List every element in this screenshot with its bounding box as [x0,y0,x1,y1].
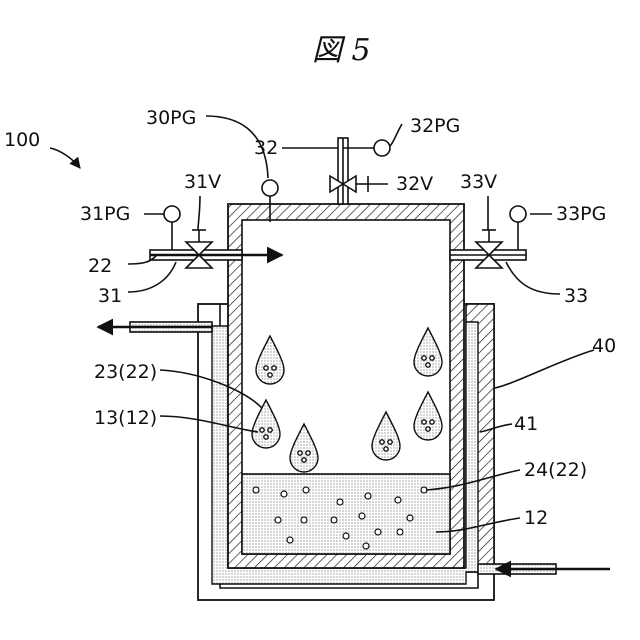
label-30pg: 30PG [146,107,196,129]
jacket-inlet-pipe [478,564,610,574]
label-33v: 33V [460,171,497,193]
liquid-12 [242,474,450,554]
label-13-12: 13(12) [94,407,157,429]
label-100: 100 [4,129,40,151]
label-31: 31 [98,285,122,307]
label-32: 32 [254,137,278,159]
label-23-22: 23(22) [94,361,157,383]
label-32pg: 32PG [410,115,460,137]
label-32v: 32V [396,173,433,195]
label-41: 41 [514,413,538,435]
top-pipe-32 [330,138,390,204]
figure-title: 図 5 [312,33,371,68]
label-33pg: 33PG [556,203,606,225]
label-100-arrow [50,148,80,168]
jacket-outlet-pipe [98,322,212,332]
label-33: 33 [564,285,588,307]
label-24-22: 24(22) [524,459,587,481]
label-40: 40 [592,335,616,357]
label-22: 22 [88,255,112,277]
label-12: 12 [524,507,548,529]
label-31pg: 31PG [80,203,130,225]
label-31v: 31V [184,171,221,193]
